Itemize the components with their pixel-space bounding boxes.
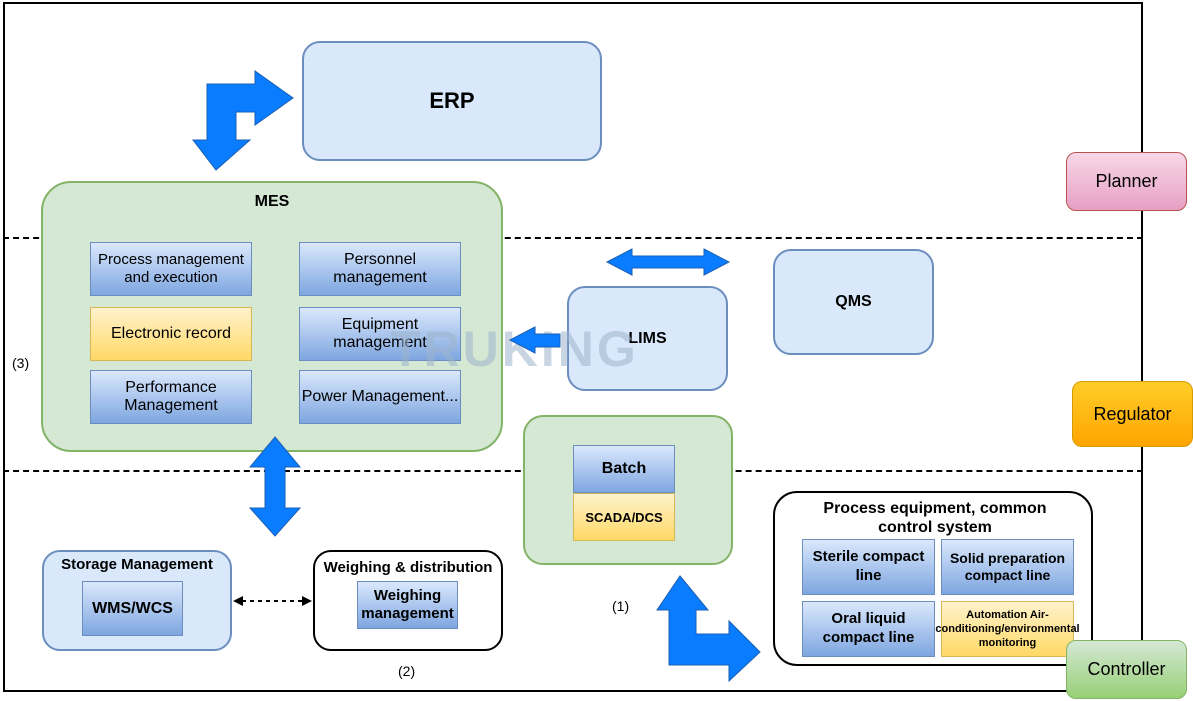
batch-box: Batch <box>573 445 675 493</box>
zone-divider-top <box>3 237 1143 239</box>
planner-badge: Planner <box>1066 152 1187 211</box>
batch-equipment-arrow <box>656 575 761 683</box>
storage-management-title: Storage Management <box>61 556 213 573</box>
mes-storage-arrow <box>248 436 302 537</box>
lims-box: LIMS <box>567 286 728 391</box>
equipment-management-box: Equipment management <box>299 307 461 361</box>
erp-mes-arrow <box>191 70 294 171</box>
mes-title: MES <box>254 193 290 210</box>
label-one: (1) <box>612 598 630 614</box>
solid-line-box: Solid preparation compact line <box>941 539 1074 595</box>
scada-dcs-box: SCADA/DCS <box>573 493 675 541</box>
storage-weighing-arrow <box>233 596 312 606</box>
label-two: (2) <box>398 663 416 679</box>
power-management-box: Power Management... <box>299 370 461 424</box>
diagram-frame <box>3 2 1143 692</box>
process-equipment-title: Process equipment, common control system <box>823 500 1047 537</box>
controller-badge: Controller <box>1066 640 1187 699</box>
automation-box: Automation Air-conditioning/environmenta… <box>935 601 1080 657</box>
label-three: (3) <box>12 355 30 371</box>
lims-qms-arrow <box>605 248 731 276</box>
oral-line-box: Oral liquid compact line <box>802 601 935 657</box>
lims-mes-arrow <box>508 326 561 354</box>
performance-management-box: Performance Management <box>90 370 252 424</box>
weighing-management-box: Weighing management <box>357 581 458 629</box>
wms-wcs-box: WMS/WCS <box>82 581 183 636</box>
truking-watermark: TRUKING <box>390 321 639 377</box>
weighing-title: Weighing & distribution <box>323 559 493 576</box>
qms-box: QMS <box>773 249 934 355</box>
weighing-container: Weighing & distribution <box>313 550 503 651</box>
personnel-management-box: Personnel management <box>299 242 461 296</box>
erp-box: ERP <box>302 41 602 161</box>
electronic-record-box: Electronic record <box>90 307 252 361</box>
sterile-line-box: Sterile compact line <box>802 539 935 595</box>
process-management-box: Process management and execution <box>90 242 252 296</box>
